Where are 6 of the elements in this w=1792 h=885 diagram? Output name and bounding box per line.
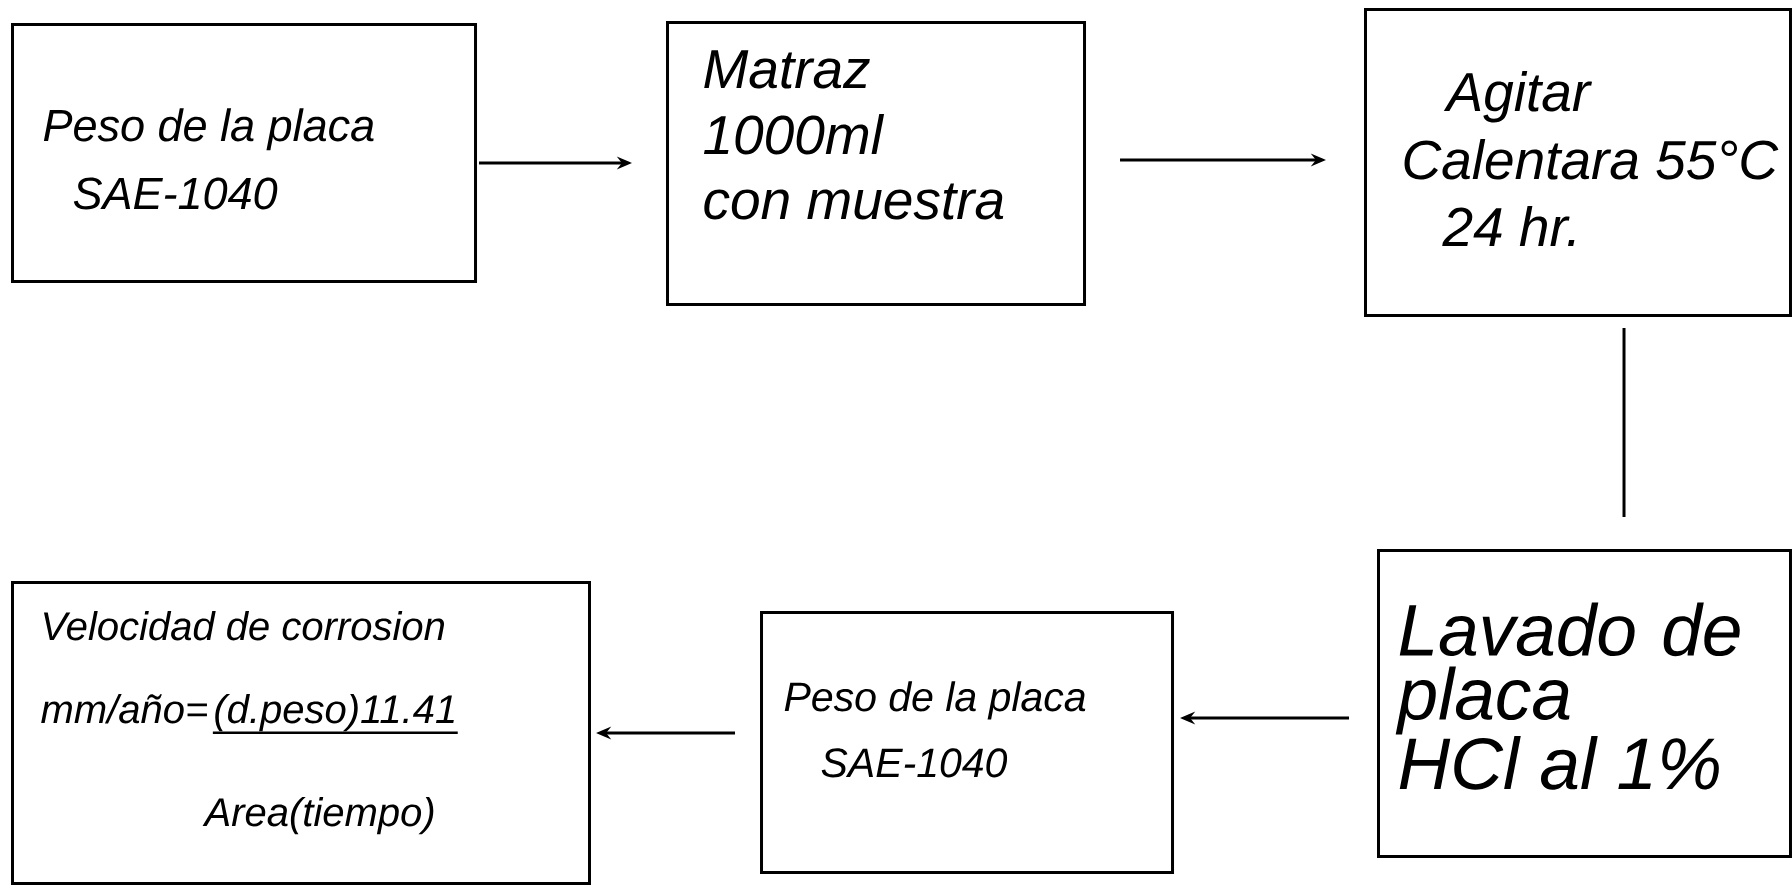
- process-box: Lavado de placa HCl al 1%: [1377, 549, 1792, 858]
- process-box: Agitar Calentara 55°C 24 hr.: [1364, 8, 1792, 317]
- process-box: Peso de la placa SAE-1040: [760, 611, 1174, 874]
- process-box: Matraz 1000ml con muestra: [666, 21, 1086, 306]
- process-box: Velocidad de corrosion mm/año= (d.peso)11.41 Area(tiempo): [11, 581, 591, 885]
- process-box: Peso de la placa SAE-1040: [11, 23, 477, 283]
